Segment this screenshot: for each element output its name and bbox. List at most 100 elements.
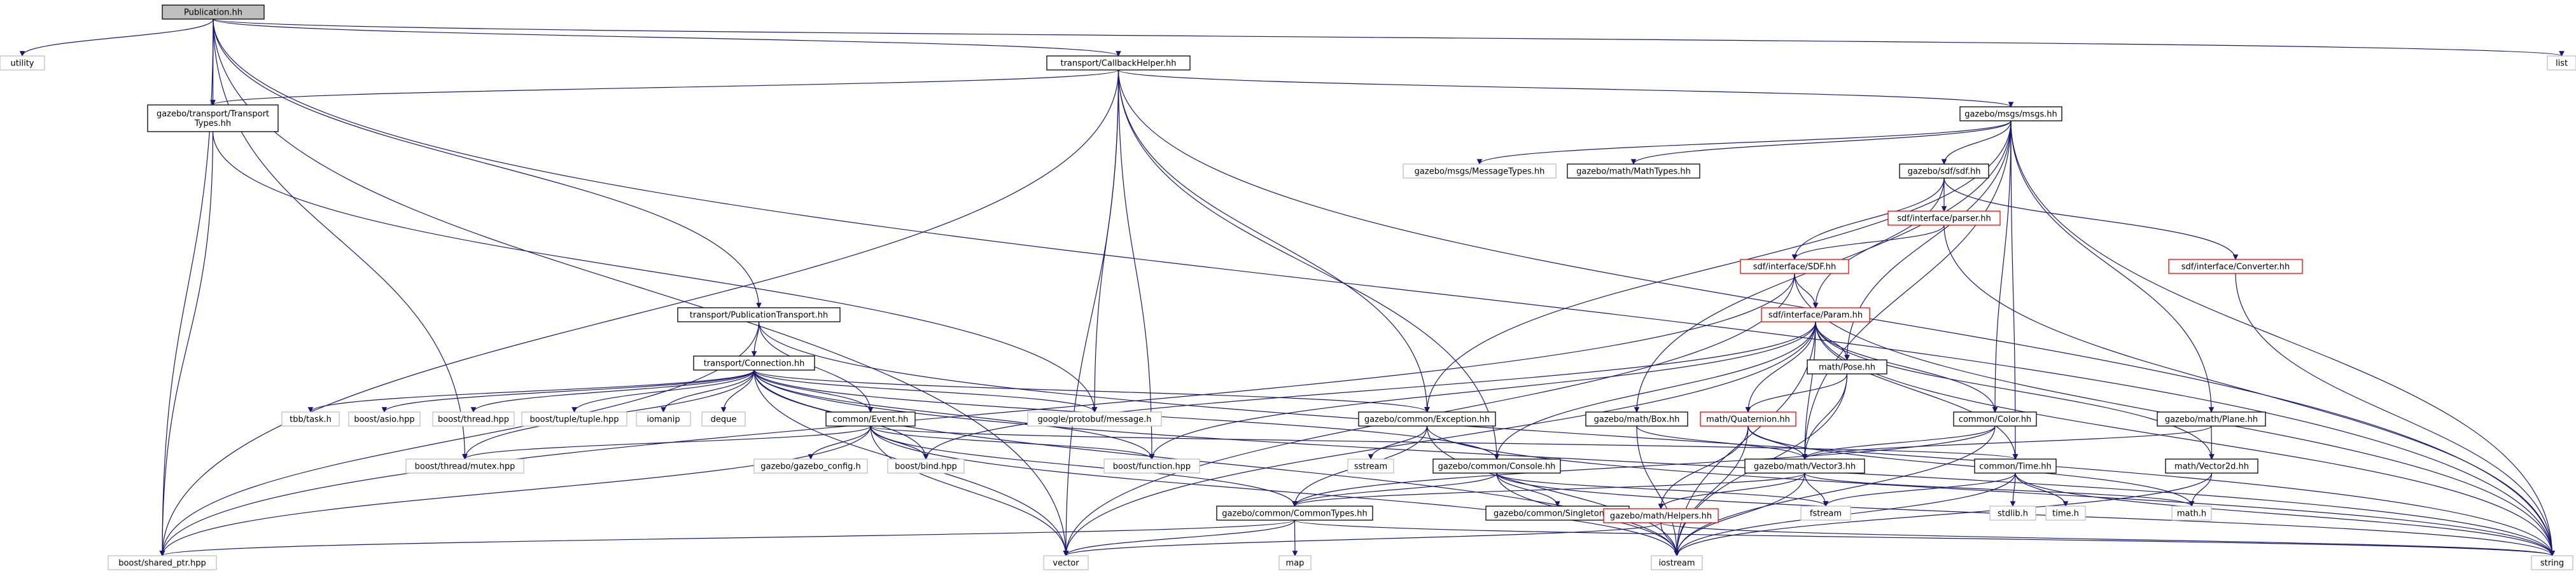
node-messagetypes: gazebo/msgs/MessageTypes.hh bbox=[1403, 163, 1557, 179]
node-fstream-label: fstream bbox=[1810, 509, 1842, 519]
node-msgs[interactable]: gazebo/msgs/msgs.hh bbox=[1959, 106, 2062, 121]
edge-color-to-vector3 bbox=[1804, 425, 1996, 460]
node-callbackhelper[interactable]: transport/CallbackHelper.hh bbox=[1046, 55, 1191, 71]
node-commontypes-label: gazebo/common/CommonTypes.hh bbox=[1222, 509, 1367, 519]
node-string-box bbox=[2531, 555, 2573, 570]
edge-msgs-to-pose bbox=[1846, 120, 2012, 361]
arrowhead-event-to-time bbox=[2012, 454, 2019, 460]
node-function: boost/function.hpp bbox=[1103, 458, 1200, 474]
node-vector2d-label: math/Vector2d.hh bbox=[2174, 462, 2249, 472]
arrowhead-connection-to-tbbtask bbox=[307, 407, 314, 413]
edge-callbackhelper-to-exception bbox=[1117, 69, 1428, 413]
edge-commontypes-to-map bbox=[1294, 520, 1296, 556]
node-time-label: common/Time.hh bbox=[1979, 462, 2051, 472]
node-function-box bbox=[1103, 458, 1200, 474]
node-mathbox[interactable]: gazebo/math/Box.hh bbox=[1585, 411, 1688, 427]
edge-msgs-to-plane bbox=[2010, 120, 2212, 413]
edge-plane-to-vector3 bbox=[1804, 425, 2212, 460]
edge-event-to-function bbox=[870, 425, 1152, 460]
edges-layer bbox=[19, 18, 2565, 557]
node-tuple-label: boost/tuple/tuple.hpp bbox=[529, 415, 619, 425]
edge-event-to-mutex bbox=[464, 425, 871, 460]
node-bind-label: boost/bind.hpp bbox=[895, 462, 957, 472]
node-callbackhelper-box bbox=[1046, 55, 1191, 71]
node-exception[interactable]: gazebo/common/Exception.hh bbox=[1358, 411, 1496, 427]
node-pose-box bbox=[1807, 359, 1887, 375]
edge-helpers-to-string bbox=[1660, 522, 2553, 556]
node-commontypes[interactable]: gazebo/common/CommonTypes.hh bbox=[1216, 506, 1373, 521]
edge-publication-to-list bbox=[213, 18, 2563, 57]
edge-param-to-time bbox=[1815, 321, 2016, 460]
node-parser[interactable]: sdf/interface/parser.hh bbox=[1887, 210, 2001, 226]
edge-connection-to-bthread bbox=[473, 369, 755, 413]
node-pose[interactable]: math/Pose.hh bbox=[1807, 359, 1887, 375]
edge-connection-to-tbbtask bbox=[310, 369, 755, 413]
node-exception-label: gazebo/common/Exception.hh bbox=[1364, 415, 1490, 425]
node-vector-box bbox=[1043, 555, 1089, 570]
node-utility: utility bbox=[0, 55, 45, 71]
edge-event-to-commontypes bbox=[870, 425, 1296, 507]
node-mathtypes[interactable]: gazebo/math/MathTypes.hh bbox=[1567, 163, 1700, 179]
node-helpers[interactable]: gazebo/math/Helpers.hh bbox=[1603, 508, 1719, 523]
edge-vector3-to-commontypes bbox=[1294, 472, 1805, 507]
node-color[interactable]: common/Color.hh bbox=[1953, 411, 2037, 427]
edge-parser-to-sdfint bbox=[1794, 224, 1945, 260]
arrowhead-connection-to-protobuf bbox=[1091, 407, 1098, 413]
edge-publication-to-string bbox=[213, 18, 2553, 556]
node-singleton-label: gazebo/common/SingletonT.hh bbox=[1494, 509, 1621, 519]
node-vector3[interactable]: gazebo/math/Vector3.hh bbox=[1744, 458, 1865, 474]
node-fstream-box bbox=[1800, 506, 1851, 521]
node-sdfhh[interactable]: gazebo/sdf/sdf.hh bbox=[1899, 163, 1989, 179]
node-param[interactable]: sdf/interface/Param.hh bbox=[1761, 307, 1870, 322]
node-sdfhh-label: gazebo/sdf/sdf.hh bbox=[1908, 167, 1981, 177]
edge-console-to-fstream bbox=[1496, 472, 1826, 507]
arrowhead-connection-to-bthread bbox=[470, 407, 477, 413]
node-map: map bbox=[1278, 555, 1312, 570]
edge-sdfhh-to-converter bbox=[1943, 177, 2236, 260]
edge-param-to-vector bbox=[1065, 321, 1816, 556]
arrowhead-console-to-singleton bbox=[1555, 501, 1560, 507]
arrowhead-event-to-bind bbox=[923, 454, 929, 460]
node-console[interactable]: gazebo/common/Console.hh bbox=[1432, 458, 1561, 474]
node-pubtransport[interactable]: transport/PublicationTransport.hh bbox=[677, 307, 841, 322]
node-publication-label: Publication.hh bbox=[184, 8, 242, 18]
edge-sdfhh-to-param bbox=[1815, 177, 1945, 308]
edge-msgs-to-vector3 bbox=[1804, 120, 2012, 460]
node-helpers-label: gazebo/math/Helpers.hh bbox=[1610, 512, 1712, 521]
node-callbackhelper-label: transport/CallbackHelper.hh bbox=[1060, 59, 1176, 69]
node-vector2d-box bbox=[2165, 458, 2258, 474]
edge-vector3-to-iostream bbox=[1676, 472, 1805, 556]
node-converter[interactable]: sdf/interface/Converter.hh bbox=[2168, 259, 2303, 274]
edge-vector3-to-mathh bbox=[1804, 472, 2192, 507]
node-sharedptr: boost/shared_ptr.hpp bbox=[108, 555, 217, 570]
node-publication[interactable]: Publication.hh bbox=[162, 4, 265, 20]
node-plane[interactable]: gazebo/math/Plane.hh bbox=[2157, 411, 2266, 427]
node-quaternion[interactable]: math/Quaternion.hh bbox=[1700, 411, 1796, 427]
edge-sdfhh-to-sdfint bbox=[1794, 177, 1945, 260]
node-msgs-box bbox=[1959, 106, 2062, 121]
node-iostream-label: iostream bbox=[1658, 559, 1695, 568]
node-transporttypes-label: gazebo/transport/Transport bbox=[157, 109, 269, 119]
node-commontypes-box bbox=[1216, 506, 1373, 521]
node-connection-label: transport/Connection.hh bbox=[704, 359, 805, 369]
edge-time-to-fstream bbox=[1825, 472, 2016, 507]
arrowhead-parser-to-sdfint bbox=[1791, 254, 1798, 261]
node-event[interactable]: common/Event.hh bbox=[825, 411, 916, 427]
node-vector2d[interactable]: math/Vector2d.hh bbox=[2165, 458, 2258, 474]
node-connection[interactable]: transport/Connection.hh bbox=[693, 355, 815, 371]
node-sdfint[interactable]: sdf/interface/SDF.hh bbox=[1740, 259, 1849, 274]
node-plane-box bbox=[2157, 411, 2266, 427]
edge-console-to-singleton bbox=[1496, 472, 1558, 507]
arrowhead-pubtransport-to-connection bbox=[751, 351, 757, 357]
node-stdlib-box bbox=[1989, 506, 2036, 521]
node-singleton[interactable]: gazebo/common/SingletonT.hh bbox=[1485, 506, 1630, 521]
node-time[interactable]: common/Time.hh bbox=[1974, 458, 2057, 474]
arrowhead-connection-to-exception bbox=[1424, 407, 1430, 413]
node-mutex-box bbox=[405, 458, 524, 474]
arrowhead-connection-to-console bbox=[1494, 454, 1500, 460]
arrowhead-vector3-to-mathh bbox=[2188, 501, 2195, 507]
node-converter-box bbox=[2168, 259, 2303, 274]
edge-sdfint-to-param bbox=[1794, 273, 1816, 308]
